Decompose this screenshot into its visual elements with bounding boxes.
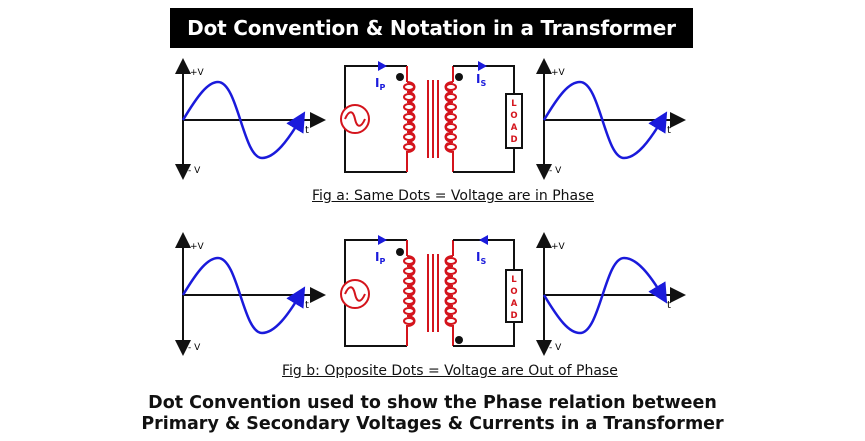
- load-letter: O: [510, 111, 517, 121]
- core-icon: [427, 254, 439, 332]
- axis-label-time: t: [305, 125, 309, 136]
- axis-label-time: t: [305, 300, 309, 311]
- load-letter: D: [510, 135, 517, 145]
- transformer-b: L O A D IP IS: [340, 235, 523, 347]
- graph-primary-b: +V - V t: [175, 232, 326, 356]
- load-letter: A: [511, 299, 518, 309]
- polarity-dot: [396, 248, 404, 256]
- current-arrow-icon: [378, 61, 387, 71]
- polarity-dot: [396, 73, 404, 81]
- current-arrow-icon: [478, 61, 487, 71]
- graph-secondary-b: +V - V t: [536, 232, 686, 356]
- current-label-secondary: IS: [476, 72, 486, 88]
- load-letter: O: [510, 287, 517, 297]
- core-icon: [427, 80, 439, 158]
- page-title: Dot Convention & Notation in a Transform…: [170, 8, 693, 48]
- current-label-primary: IP: [375, 76, 385, 92]
- load-box: [505, 93, 523, 149]
- secondary-wire: [453, 65, 515, 94]
- secondary-coil-icon: [444, 255, 457, 330]
- axis-label-time: t: [667, 300, 671, 311]
- primary-coil-icon: [403, 81, 416, 156]
- sine-wave-in-phase: [181, 80, 306, 160]
- axis-label-neg: - V: [188, 166, 201, 176]
- axis-label-pos: +V: [551, 242, 566, 252]
- load-box: [505, 269, 523, 323]
- axis-label-neg: - V: [188, 343, 201, 353]
- graph-secondary-a: +V - V t: [536, 58, 686, 180]
- summary-line-1: Dot Convention used to show the Phase re…: [148, 393, 717, 413]
- axis-label-pos: +V: [190, 68, 205, 78]
- fig-a-caption: Fig a: Same Dots = Voltage are in Phase: [312, 188, 595, 204]
- sine-wave-in-phase: [542, 80, 668, 160]
- current-label-primary: IP: [375, 250, 385, 266]
- polarity-dot: [455, 336, 463, 344]
- axis-label-pos: +V: [551, 68, 566, 78]
- axis-label-neg: - V: [549, 343, 562, 353]
- current-label-secondary: IS: [476, 250, 486, 266]
- summary-line-2: Primary & Secondary Voltages & Currents …: [141, 414, 724, 434]
- fig-b-caption: Fig b: Opposite Dots = Voltage are Out o…: [282, 363, 618, 379]
- sine-wave-out-of-phase: [542, 256, 668, 335]
- load-letter: D: [510, 311, 517, 321]
- axis-label-time: t: [667, 125, 671, 136]
- axis-label-pos: +V: [190, 242, 205, 252]
- secondary-coil-icon: [444, 81, 457, 156]
- load-letter: A: [511, 123, 518, 133]
- transformer-a: L O A D IP IS: [340, 61, 523, 173]
- primary-coil-icon: [403, 255, 416, 330]
- polarity-dot: [455, 73, 463, 81]
- load-letter: L: [511, 275, 517, 285]
- current-arrow-icon: [378, 235, 387, 245]
- axis-label-neg: - V: [549, 166, 562, 176]
- graph-primary-a: +V - V t: [175, 58, 326, 180]
- load-letter: L: [511, 99, 517, 109]
- sine-wave: [181, 256, 306, 335]
- current-arrow-icon: [479, 235, 488, 245]
